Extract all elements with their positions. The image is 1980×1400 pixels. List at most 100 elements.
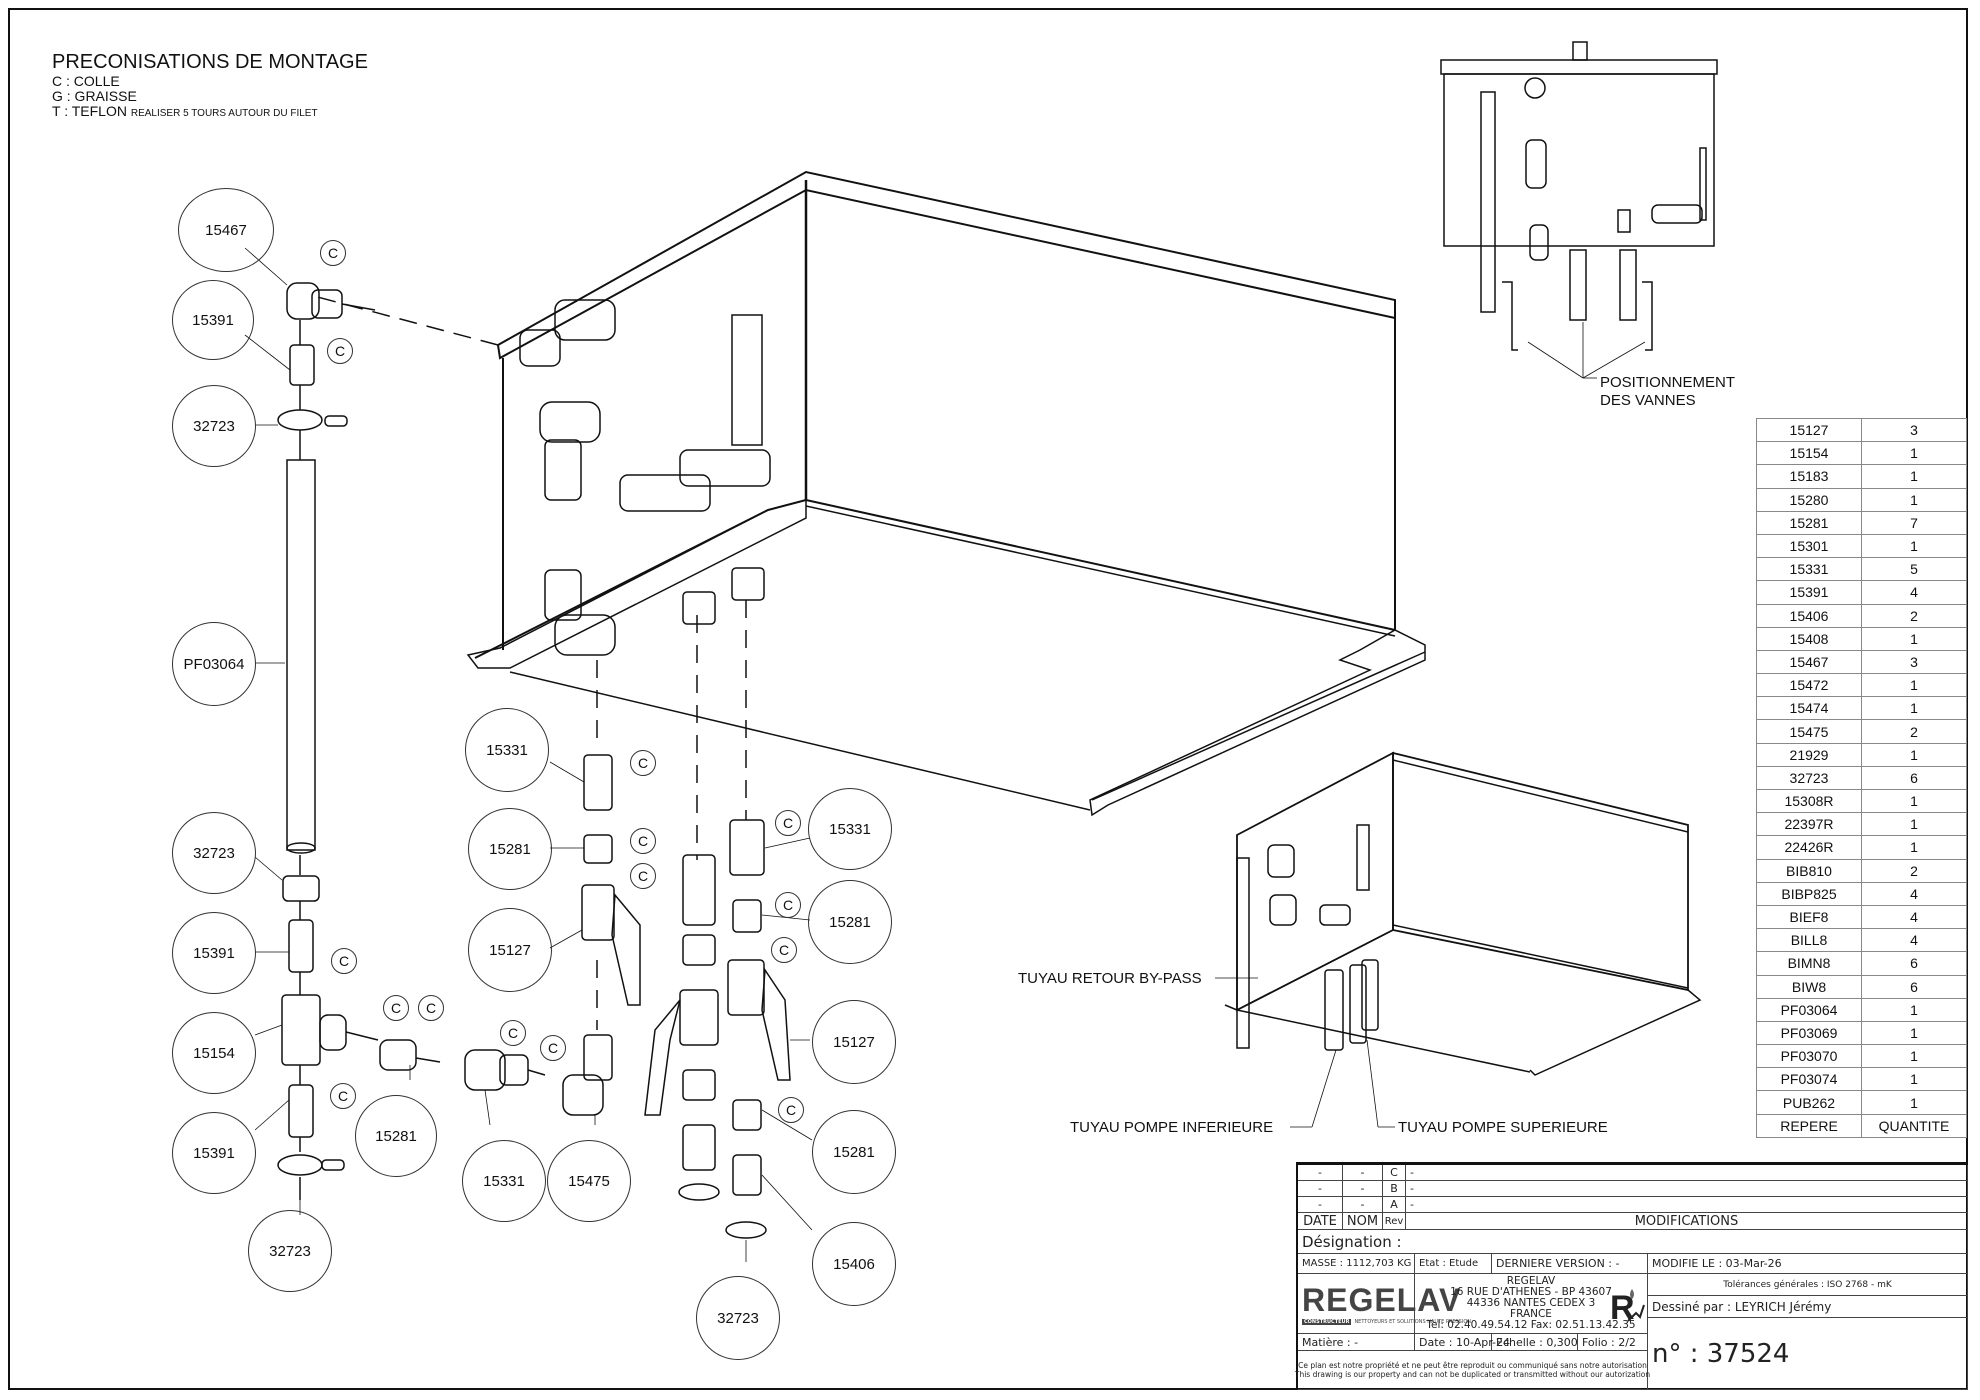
bom-repere: 22397R: [1756, 812, 1862, 837]
bom-quantite: 4: [1861, 881, 1967, 906]
rev-nom: -: [1343, 1165, 1383, 1181]
callout-PF03064: PF03064: [172, 622, 256, 706]
colle-marker: C: [320, 240, 346, 266]
bom-quantite: 1: [1861, 1090, 1967, 1115]
bom-repere: BIW8: [1756, 974, 1862, 999]
bom-quantite: 1: [1861, 1044, 1967, 1069]
rev-nom: -: [1343, 1181, 1383, 1197]
callout-32723: 32723: [172, 812, 256, 894]
note-colle: C : COLLE: [52, 73, 120, 89]
bom-repere: 15183: [1756, 464, 1862, 489]
bom-repere: PF03069: [1756, 1020, 1862, 1046]
bom-quantite: 1: [1861, 835, 1967, 860]
bom-repere: PF03074: [1756, 1067, 1862, 1092]
bom-quantite: 1: [1861, 742, 1967, 767]
iso-view-small: [1224, 751, 1702, 1076]
rev-header-nom: NOM: [1343, 1213, 1383, 1230]
bom-quantite: 1: [1861, 1020, 1967, 1046]
bom-repere: 22426R: [1756, 835, 1862, 860]
colle-marker: C: [330, 1083, 356, 1109]
colle-marker: C: [331, 948, 357, 974]
callout-32723: 32723: [248, 1210, 332, 1292]
bom-repere: 15474: [1756, 696, 1862, 721]
rev-header-date: DATE: [1298, 1213, 1343, 1230]
bom-quantite: 1: [1861, 788, 1967, 814]
notes-title: PRECONISATIONS DE MONTAGE: [52, 51, 368, 73]
bom-repere: 15308R: [1756, 788, 1862, 814]
bom-quantite: 1: [1861, 673, 1967, 698]
colle-marker: C: [630, 750, 656, 776]
bom-repere: 15281: [1756, 510, 1862, 535]
mounting-notes: PRECONISATIONS DE MONTAGE C : COLLE G : …: [52, 50, 368, 121]
bom-quantite: 2: [1861, 858, 1967, 883]
modifie-le: MODIFIE LE : 03-Mar-26: [1648, 1254, 1968, 1274]
company-address: REGELAV 16 RUE D'ATHENES - BP 43607 4433…: [1415, 1274, 1648, 1334]
bom-quantite: 3: [1861, 649, 1967, 675]
positionnement-leaders: [1527, 322, 1646, 379]
rev-mod: -: [1406, 1181, 1968, 1197]
etat: Etat : Etude: [1415, 1254, 1492, 1274]
echelle: Echelle : 0,300: [1492, 1334, 1578, 1351]
callout-15406: 15406: [812, 1222, 896, 1306]
bom-repere: 15391: [1756, 580, 1862, 605]
bom-repere: 15154: [1756, 441, 1862, 466]
callout-15391: 15391: [172, 280, 254, 360]
derniere-version: DERNIERE VERSION : -: [1492, 1254, 1648, 1274]
colle-marker: C: [500, 1020, 526, 1046]
bom-repere: 21929: [1756, 742, 1862, 767]
colle-marker: C: [383, 995, 409, 1021]
callout-15331: 15331: [808, 788, 892, 870]
bom-quantite: 1: [1861, 812, 1967, 837]
bom-repere: 15301: [1756, 533, 1862, 559]
bom-repere: BIEF8: [1756, 904, 1862, 930]
rev-nom: -: [1343, 1197, 1383, 1213]
bom-repere: 15467: [1756, 649, 1862, 675]
pompe-superieure-label: TUYAU POMPE SUPERIEURE: [1398, 1119, 1608, 1136]
colle-marker: C: [775, 810, 801, 836]
rev-header-rev: Rev: [1383, 1213, 1406, 1230]
rev-mod: -: [1406, 1197, 1968, 1213]
rev-letter: B: [1383, 1181, 1406, 1197]
bom-quantite: 1: [1861, 487, 1967, 512]
dessine-par: Dessiné par : LEYRICH Jérémy: [1648, 1296, 1968, 1318]
callout-15281: 15281: [468, 808, 552, 890]
bom-repere: 15475: [1756, 719, 1862, 744]
middle-assembly: [464, 600, 791, 1239]
masse: MASSE : 1112,703 KG: [1298, 1254, 1415, 1274]
bom-quantite: 5: [1861, 557, 1967, 582]
bom-quantite: 1: [1861, 464, 1967, 489]
bom-quantite: 1: [1861, 626, 1967, 651]
left-assembly: [277, 282, 441, 1200]
callout-15154: 15154: [172, 1012, 256, 1094]
rev-date: -: [1298, 1181, 1343, 1197]
rev-date: -: [1298, 1165, 1343, 1181]
callout-15331: 15331: [462, 1140, 546, 1222]
matiere: Matière : -: [1298, 1334, 1415, 1351]
note-teflon: T : TEFLON REALISER 5 TOURS AUTOUR DU FI…: [52, 103, 318, 120]
designation: Désignation :: [1298, 1230, 1968, 1254]
bom-repere: PF03064: [1756, 997, 1862, 1022]
main-tank-view: [309, 170, 1426, 817]
bom-repere: 15408: [1756, 626, 1862, 651]
bom-quantite: 2: [1861, 719, 1967, 744]
tolerances: Tolérances générales : ISO 2768 - mK: [1648, 1274, 1968, 1296]
